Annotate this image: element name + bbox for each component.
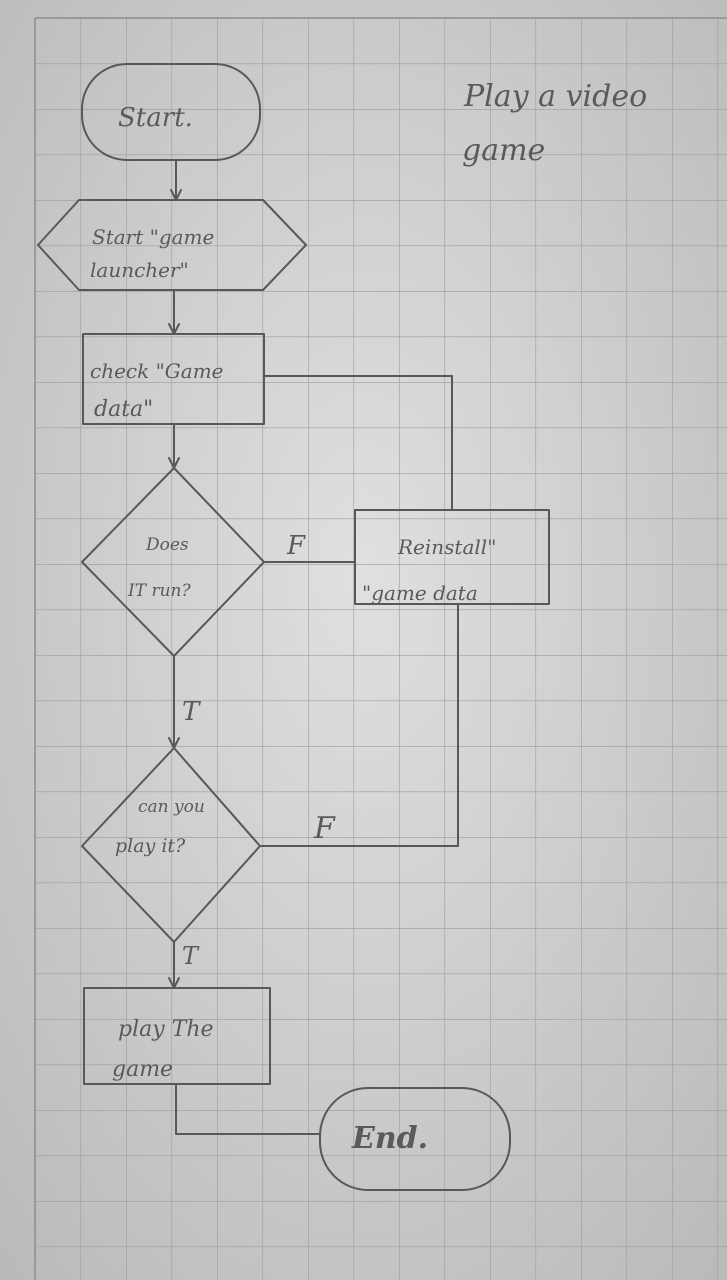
end-terminator xyxy=(319,1087,511,1191)
start-label: Start. xyxy=(118,103,193,133)
start-terminator xyxy=(81,63,261,161)
does-it-run-label-line-2: IT run? xyxy=(127,581,191,601)
check-label-line-2: data" xyxy=(94,397,153,422)
can-you-play-label-line-2: play it? xyxy=(115,835,186,857)
launcher-process xyxy=(37,199,307,291)
does-it-run-label-line-1: Does xyxy=(145,535,189,555)
check-label-line-1: check "Game xyxy=(90,359,224,383)
launcher-label-line-1: Start "game xyxy=(92,225,214,249)
play-true-label: T xyxy=(182,942,200,970)
grid-lines xyxy=(35,18,727,1280)
reinstall-label-line-2: "game data xyxy=(362,581,478,605)
can-you-play-label-line-1: can you xyxy=(138,797,205,817)
title-line-2: game xyxy=(462,133,545,168)
run-true-label: T xyxy=(182,697,201,727)
play-label-line-2: game xyxy=(112,1057,173,1082)
connector-play-end xyxy=(175,1083,321,1135)
play-label-line-1: play The xyxy=(118,1017,214,1042)
reinstall-label-line-1: Reinstall" xyxy=(397,535,496,559)
title-line-1: Play a video xyxy=(463,79,647,114)
play-false-label: F xyxy=(313,811,336,846)
launcher-label-line-2: launcher" xyxy=(90,258,189,282)
end-label: End. xyxy=(351,1121,428,1156)
run-false-label: F xyxy=(286,531,306,561)
